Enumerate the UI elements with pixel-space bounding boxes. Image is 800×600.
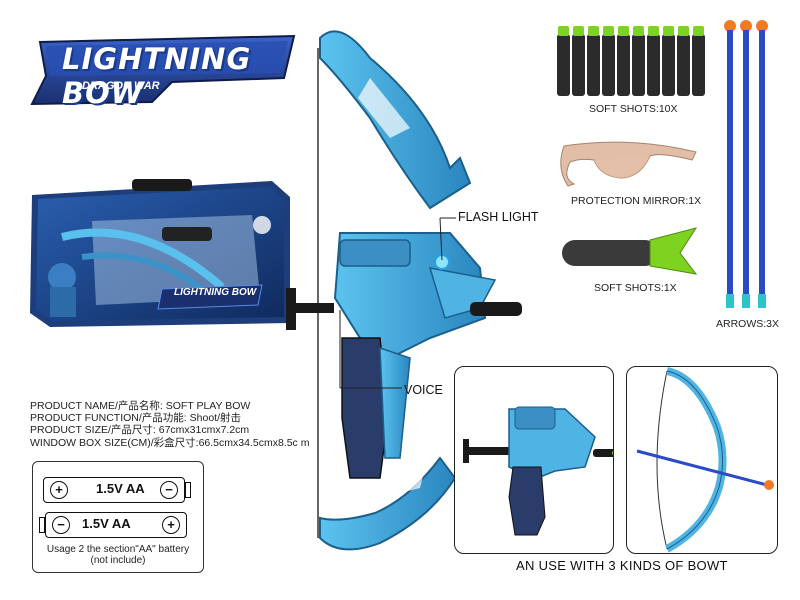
brand-logo: LIGHTNING BOW DRAGON WAR (22, 30, 302, 110)
arrows-caption: ARROWS:3X (716, 318, 780, 330)
battery-cap-right (185, 482, 191, 498)
logo-banner-shape (30, 34, 296, 106)
package-box-image: LIGHTNING BOW (22, 177, 294, 330)
plus-terminal-icon: + (50, 481, 68, 499)
battery-cell-label: 1.5V AA (96, 481, 145, 496)
battery-usage-text: Usage 2 the section"AA" battery (not inc… (33, 544, 203, 566)
protection-glasses-image (560, 138, 700, 193)
gun-mode-drawing (463, 406, 613, 536)
spec-window-box-size: WINDOW BOX SIZE(CM)/彩盒尺寸:66.5cmx34.5cmx8… (30, 436, 310, 449)
dart-row-drawing (557, 26, 705, 96)
arrows-image (718, 18, 778, 313)
logo-subtitle: DRAGON WAR (82, 80, 160, 92)
bow-drawing (286, 30, 522, 551)
spec-product-name: PRODUCT NAME/产品名称: SOFT PLAY BOW (30, 400, 251, 412)
soft-shots-10-image (555, 24, 715, 99)
battery-cap-left (39, 517, 45, 533)
minus-terminal-icon: − (160, 481, 178, 499)
voice-callout: VOICE (404, 383, 443, 397)
flash-light-callout: FLASH LIGHT (458, 210, 539, 224)
glasses-drawing (560, 141, 697, 187)
bow-mode-drawing (636, 367, 774, 553)
product-specs: PRODUCT NAME/产品名称: SOFT PLAY BOW PRODUCT… (30, 400, 309, 449)
package-box-label: LIGHTNING BOW (174, 287, 257, 298)
logo-title: LIGHTNING BOW (62, 42, 252, 110)
protection-mirror-caption: PROTECTION MIRROR:1X (571, 195, 702, 207)
soft-shots-10-caption: SOFT SHOTS:10X (589, 103, 678, 115)
battery-cell-label: 1.5V AA (82, 516, 131, 531)
battery-usage-note: (not include) (90, 555, 146, 566)
plus-terminal-icon: + (162, 516, 180, 534)
package-box-drawing (30, 179, 290, 327)
soft-shots-1-caption: SOFT SHOTS:1X (594, 282, 677, 294)
spec-product-size: PRODUCT SIZE/产品尺寸: 67cmx31cmx7.2cm (30, 424, 250, 437)
gun-mode-panel (454, 366, 614, 554)
single-dart-drawing (562, 227, 698, 275)
arrows-drawing (724, 20, 768, 308)
battery-info-panel: + 1.5V AA − − 1.5V AA + Usage 2 the sect… (32, 461, 204, 573)
minus-terminal-icon: − (52, 516, 70, 534)
usage-modes-caption: AN USE WITH 3 KINDS OF BOWT (516, 558, 728, 573)
battery-cell-top: + 1.5V AA − (43, 477, 191, 503)
callout-lines (339, 217, 456, 389)
bow-mode-panel (626, 366, 778, 554)
battery-cell-bottom: − 1.5V AA + (39, 512, 187, 538)
soft-shot-1-image (560, 226, 700, 276)
main-bow-image (280, 18, 530, 563)
battery-usage-line: Usage 2 the section"AA" battery (46, 544, 190, 555)
spec-product-function: PRODUCT FUNCTION/产品功能: Shoot/射击 (30, 412, 241, 425)
